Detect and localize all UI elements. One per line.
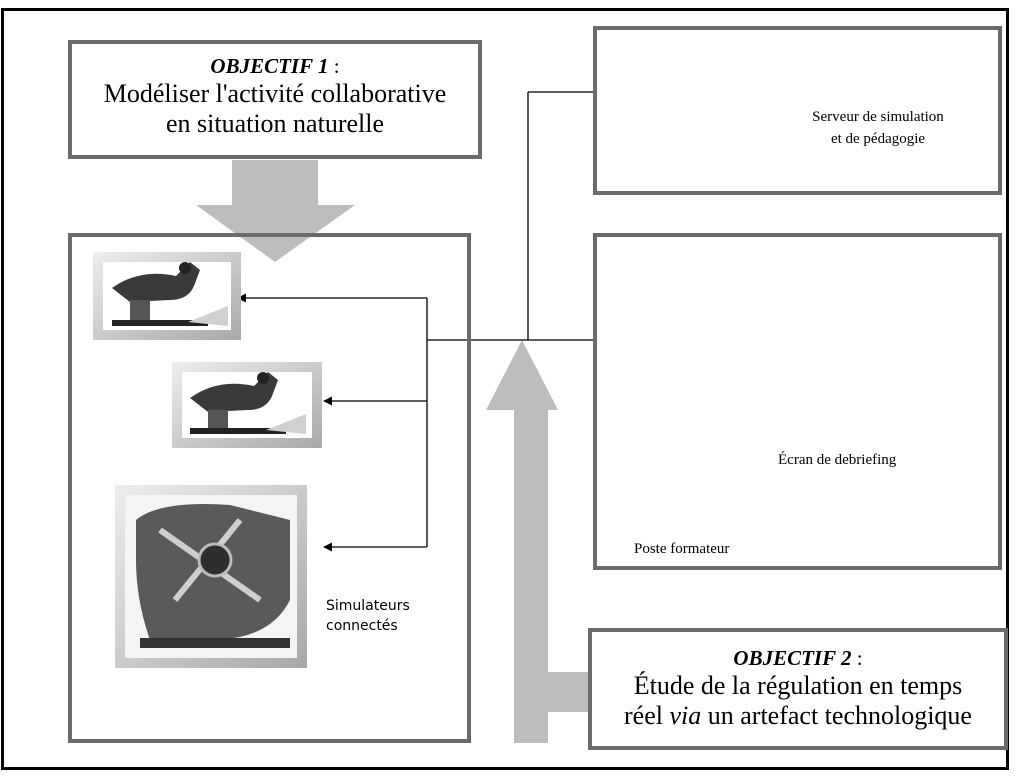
objective2-box: OBJECTIF 2 : Étude de la régulation en t… (588, 628, 1008, 750)
objective2-up-arrow (486, 340, 592, 743)
objective2-line1: Étude de la régulation en temps (633, 671, 963, 700)
objective2-line2-italic: via (669, 701, 702, 730)
car-simulator-icon (115, 485, 307, 668)
objective2-title: OBJECTIF 2 (733, 646, 852, 670)
motorcycle-simulator-icon (172, 362, 322, 448)
server-label-line2: et de pédagogie (830, 131, 926, 147)
poste-label: Poste formateur (634, 541, 730, 557)
debrief-label: Écran de debriefing (778, 452, 897, 468)
simulators-box (68, 233, 471, 743)
objective1-title: OBJECTIF 1 (210, 54, 329, 78)
server-box (593, 26, 1002, 195)
objective2-line2: réel via un artefact technologique (592, 701, 1004, 731)
motorcycle-simulator-icon (93, 252, 241, 340)
objective2-line2-post: un artefact technologique (701, 701, 972, 730)
objective1-box: OBJECTIF 1 : Modéliser l'activité collab… (68, 40, 482, 159)
objective2-line2-pre: réel (624, 701, 670, 730)
simulators-label-line2: connectés (326, 618, 398, 634)
objective1-colon: : (328, 54, 340, 78)
poste-formateur-box (593, 233, 1002, 570)
server-label: Serveur de simulation et de pédagogie (778, 106, 978, 150)
objective1-down-arrow (196, 160, 355, 262)
objective1-line2: en situation naturelle (165, 109, 385, 138)
server-label-line1: Serveur de simulation (812, 109, 944, 125)
diagram-frame (1, 8, 1009, 770)
simulators-label: Simulateurs connectés (326, 596, 410, 636)
objective1-line1: Modéliser l'activité collaborative (103, 79, 447, 108)
simulators-label-line1: Simulateurs (326, 598, 410, 614)
objective2-colon: : (851, 646, 863, 670)
